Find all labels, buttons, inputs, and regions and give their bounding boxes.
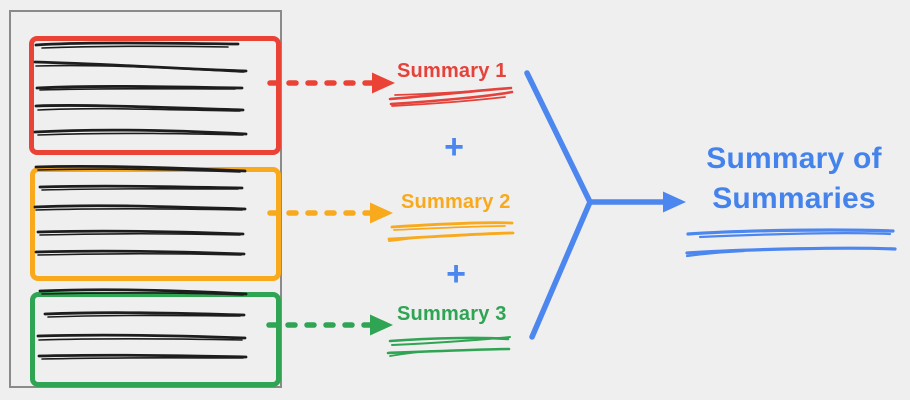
summary-3-underline-scribble	[386, 336, 511, 357]
document-chunk-3	[30, 292, 281, 387]
summary-1-underline-scribble	[388, 86, 514, 107]
red-dashed-arrow-icon	[267, 72, 395, 94]
summary-3-label: Summary 3	[397, 303, 507, 325]
summary-2-underline-scribble	[387, 221, 515, 242]
document-chunk-2	[30, 167, 281, 281]
summary-2-label: Summary 2	[401, 191, 511, 213]
merge-arrow-icon	[524, 70, 686, 340]
orange-dashed-arrow-icon	[267, 202, 393, 224]
document-chunk-1	[29, 36, 281, 155]
summary-1-label: Summary 1	[397, 60, 507, 82]
plus-icon: +	[444, 128, 464, 166]
result-underline-scribble	[685, 228, 897, 258]
green-dashed-arrow-icon	[266, 314, 393, 336]
result-label: Summary of Summaries	[706, 142, 882, 215]
plus-icon: +	[446, 255, 466, 293]
source-document	[9, 10, 282, 388]
